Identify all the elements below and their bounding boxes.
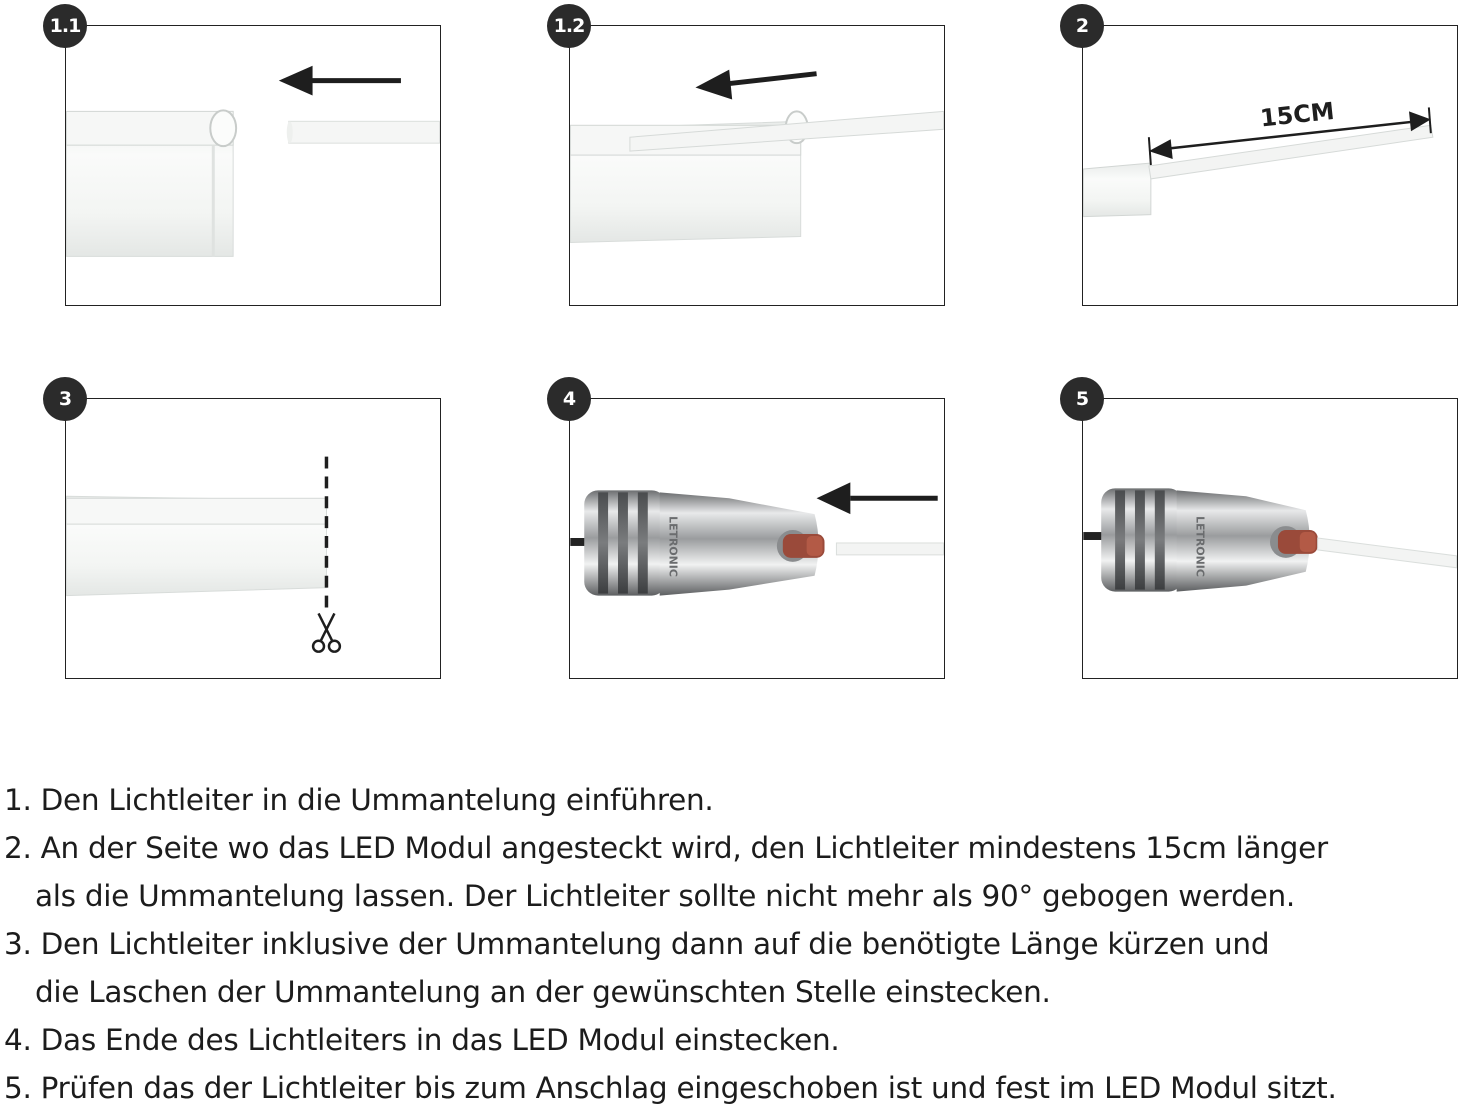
scissors-icon — [311, 612, 342, 653]
step-illustration — [570, 69, 944, 243]
sheath-tube — [66, 495, 327, 597]
step-panel-1-2 — [569, 25, 945, 306]
step-badge: 3 — [43, 377, 87, 421]
step-illustration — [66, 65, 440, 257]
sheath-tube — [66, 109, 238, 257]
step-illustration: 15CM — [1083, 97, 1434, 218]
sheath-tube — [1083, 162, 1152, 218]
step-illustration: LETRONIC — [1083, 488, 1457, 592]
step-panel-3 — [65, 398, 441, 679]
step-panel-4: LETRONIC — [569, 398, 945, 679]
light-guide — [1317, 537, 1457, 569]
instruction-item: 3. Den Lichtleiter inklusive der Ummante… — [4, 920, 1456, 1016]
step-badge: 1.2 — [547, 4, 591, 48]
instruction-line: 4. Das Ende des Lichtleiters in das LED … — [4, 1023, 840, 1057]
cable — [1083, 532, 1108, 540]
step-badge: 5 — [1060, 377, 1104, 421]
led-module: LETRONIC — [584, 490, 825, 596]
instruction-line: 5. Prüfen das der Lichtleiter bis zum An… — [4, 1071, 1337, 1105]
arrow-left-icon — [278, 65, 401, 96]
step-panel-5: LETRONIC — [1082, 398, 1458, 679]
light-guide — [286, 120, 440, 144]
instruction-line-continued: als die Ummantelung lassen. Der Lichtlei… — [35, 879, 1295, 913]
led-module: LETRONIC — [1101, 488, 1318, 592]
dimension-arrow — [1147, 107, 1432, 166]
step-badge: 1.1 — [43, 4, 87, 48]
step-panel-1-1 — [65, 25, 441, 306]
dimension-label: 15CM — [1259, 97, 1336, 133]
cable — [570, 538, 595, 546]
step-badge: 4 — [547, 377, 591, 421]
instruction-line: 2. An der Seite wo das LED Modul angeste… — [4, 831, 1328, 865]
light-guide — [835, 542, 944, 556]
step-badge: 2 — [1060, 4, 1104, 48]
module-brand: LETRONIC — [1194, 516, 1207, 577]
step-illustration: LETRONIC — [570, 482, 944, 596]
module-brand: LETRONIC — [667, 516, 680, 577]
light-guide — [629, 110, 944, 152]
instruction-item: 2. An der Seite wo das LED Modul angeste… — [4, 824, 1456, 920]
instruction-line: 1. Den Lichtleiter in die Ummantelung ei… — [4, 783, 714, 817]
arrow-left-icon — [695, 69, 817, 100]
instruction-item: 4. Das Ende des Lichtleiters in das LED … — [4, 1016, 1456, 1064]
instruction-item: 1. Den Lichtleiter in die Ummantelung ei… — [4, 776, 1456, 824]
light-guide — [1148, 124, 1434, 180]
instruction-line: 3. Den Lichtleiter inklusive der Ummante… — [4, 927, 1270, 961]
step-panel-2: 15CM — [1082, 25, 1458, 306]
instruction-item: 5. Prüfen das der Lichtleiter bis zum An… — [4, 1064, 1456, 1112]
arrow-left-icon — [816, 482, 938, 515]
step-illustration — [66, 456, 342, 653]
instruction-list: 1. Den Lichtleiter in die Ummantelung ei… — [4, 776, 1456, 1112]
instruction-line-continued: die Laschen der Ummantelung an der gewün… — [35, 975, 1051, 1009]
